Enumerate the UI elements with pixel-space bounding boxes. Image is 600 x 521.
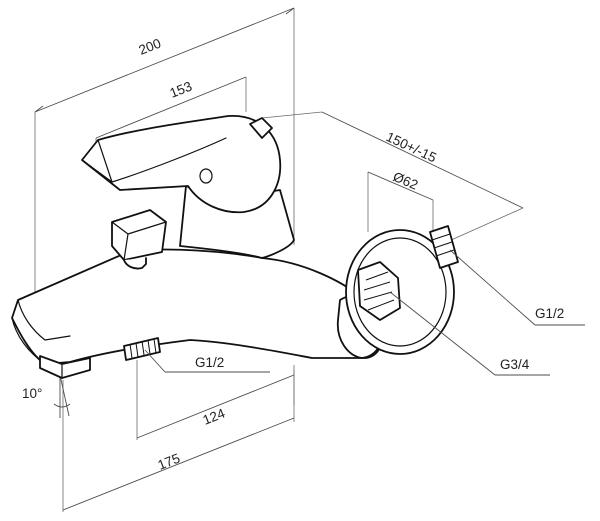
callout-g34: G3/4: [500, 357, 530, 372]
dimension-label-153: 153: [168, 79, 194, 101]
callout-g12-bottom: G1/2: [195, 355, 224, 370]
dimension-spout-length: [62, 365, 295, 512]
wall-inlet-thread: [429, 225, 459, 269]
diverter-knob: [111, 209, 167, 270]
dimension-overall-depth: [34, 7, 295, 300]
dimension-rosette-diameter: [367, 171, 434, 232]
dimension-label-150: 150+/-15: [384, 129, 439, 165]
eccentric-nut: [357, 261, 401, 321]
wall-rosette: [345, 229, 455, 355]
leader-g12-right: [449, 249, 585, 326]
leader-g34: [389, 291, 550, 376]
angle-label-10deg: 10°: [22, 386, 42, 401]
dimension-center-distance: [261, 111, 524, 246]
dimension-label-200: 200: [137, 36, 163, 58]
dimension-label-62: Ø62: [391, 169, 420, 193]
callout-g12-right: G1/2: [535, 306, 564, 321]
dimension-label-175: 175: [156, 451, 182, 473]
leader-g12-bottom: [144, 349, 270, 373]
bottom-inlet-fitting: [123, 337, 161, 361]
dimension-spout-angle: [53, 374, 71, 418]
lever-handle: [81, 115, 282, 214]
faucet-body: [11, 185, 384, 379]
dimension-label-124: 124: [201, 405, 228, 427]
